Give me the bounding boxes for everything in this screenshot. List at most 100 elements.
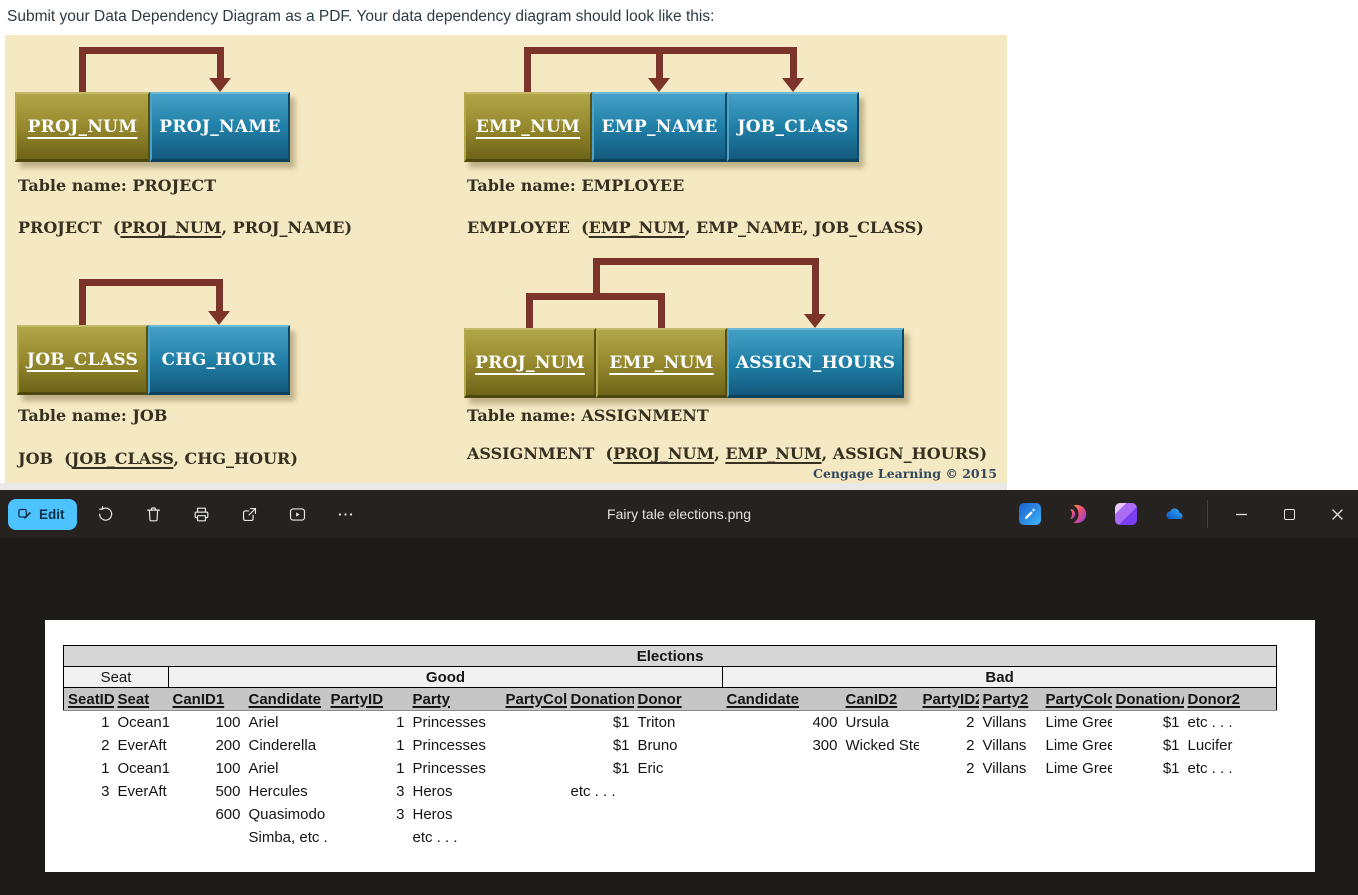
edit-image-app-icon[interactable] — [1019, 503, 1041, 525]
definition-segment: EMP_NUM — [725, 444, 822, 463]
minimize-button[interactable] — [1226, 490, 1256, 538]
elections-cell: Ursula — [845, 713, 889, 731]
see-more-button[interactable] — [327, 497, 365, 531]
share-button[interactable] — [231, 497, 269, 531]
delete-button[interactable] — [135, 497, 173, 531]
elections-cell — [502, 780, 567, 803]
elections-cell: EverAft — [117, 736, 167, 754]
elections-cell — [502, 803, 567, 826]
employee-table-label: Table name: EMPLOYEE — [467, 176, 685, 195]
rotate-button[interactable] — [87, 497, 125, 531]
elections-cell — [842, 803, 919, 826]
edit-button[interactable]: Edit — [8, 498, 77, 530]
elections-row: Simba, etc . . . etc . . . — [64, 826, 1277, 849]
designer-app-icon[interactable] — [1067, 503, 1089, 525]
column-header: Donation Amt — [566, 687, 634, 711]
column-header: Seat — [113, 687, 169, 711]
elections-cell — [842, 780, 919, 803]
elections-cell: $1 — [1162, 713, 1180, 731]
clipchamp-app-icon[interactable] — [1115, 503, 1137, 525]
elections-cell — [502, 757, 567, 780]
rotate-icon — [98, 505, 113, 521]
group-header-seat: Seat — [63, 666, 169, 688]
edit-image-icon — [18, 508, 31, 519]
column-header: PartyID — [326, 687, 409, 711]
elections-cell — [723, 780, 842, 803]
elections-cell: 300 — [812, 736, 838, 754]
employee-definition: EMPLOYEE (EMP_NUM, EMP_NAME, JOB_CLASS) — [467, 218, 924, 237]
window-chrome-right — [993, 490, 1352, 538]
field-job_class: JOB_CLASS — [727, 92, 859, 162]
close-button[interactable] — [1322, 490, 1352, 538]
elections-cell — [723, 826, 842, 849]
elections-cell: 2 — [101, 736, 110, 754]
elections-cell: Princesses — [412, 713, 486, 731]
elections-title: Elections — [62, 645, 1278, 667]
definition-segment: PROJ_NUM — [613, 444, 715, 463]
elections-cell: Quasimodo — [248, 805, 326, 823]
elections-cell — [979, 780, 1042, 803]
elections-cell: Eric — [637, 759, 664, 777]
image-bottom-edge — [0, 483, 1007, 490]
definition-segment: EMPLOYEE ( — [467, 218, 589, 237]
elections-cell — [1112, 803, 1184, 826]
elections-cell — [723, 757, 842, 780]
elections-cell: Wicked Stepmother — [845, 736, 919, 754]
definition-segment: , EMP_NAME, JOB_CLASS) — [684, 218, 924, 237]
elections-cell — [567, 803, 634, 826]
definition-segment: , — [714, 444, 726, 463]
elections-cell: Ariel — [248, 713, 279, 731]
print-button[interactable] — [183, 497, 221, 531]
share-icon — [242, 507, 257, 521]
group-header-bad: Bad — [721, 666, 1278, 688]
elections-cell — [842, 826, 919, 849]
elections-cell — [1184, 826, 1277, 849]
elections-cell: Simba, etc . . . — [248, 828, 327, 846]
elections-cell — [919, 780, 979, 803]
elections-cell — [169, 826, 245, 849]
slideshow-button[interactable] — [279, 497, 317, 531]
elections-cell: $1 — [1162, 736, 1180, 754]
elections-cell: 400 — [812, 713, 838, 731]
maximize-button[interactable] — [1274, 490, 1304, 538]
elections-cell: Princesses — [412, 736, 486, 754]
elections-cell — [1184, 780, 1277, 803]
elections-cell: 1 — [396, 736, 405, 754]
field-emp_name: EMP_NAME — [592, 92, 727, 162]
onedrive-app-icon[interactable] — [1163, 503, 1185, 525]
elections-cell: Ocean1 — [117, 713, 169, 731]
assignment-definition: ASSIGNMENT (PROJ_NUM, EMP_NUM, ASSIGN_HO… — [467, 444, 987, 463]
elections-cell: $1 — [612, 713, 630, 731]
maximize-icon — [1283, 508, 1295, 520]
elections-cell — [842, 757, 919, 780]
elections-cell — [723, 803, 842, 826]
field-emp_num: EMP_NUM — [596, 328, 727, 398]
field-job_class: JOB_CLASS — [17, 325, 148, 395]
elections-cell: Lucifer — [1187, 736, 1233, 754]
elections-cell: 1 — [101, 713, 110, 731]
column-header: PartyColor — [1041, 687, 1112, 711]
elections-cell: 3 — [396, 782, 405, 800]
elections-cell: Hercules — [248, 782, 308, 800]
elections-cell: etc . . . — [1187, 713, 1233, 731]
field-proj_num: PROJ_NUM — [15, 92, 150, 162]
elections-cell — [979, 803, 1042, 826]
slideshow-icon — [289, 507, 306, 521]
elections-cell: Ariel — [248, 759, 279, 777]
elections-cell — [327, 826, 409, 849]
column-header: SeatID — [63, 687, 114, 711]
photos-app-window: Edit — [0, 490, 1358, 895]
field-proj_num: PROJ_NUM — [464, 328, 596, 398]
elections-cell: $1 — [1162, 759, 1180, 777]
elections-cell — [919, 826, 979, 849]
copyright-credit: Cengage Learning © 2015 — [813, 466, 997, 481]
trash-icon — [146, 506, 161, 521]
elections-cell: etc . . . — [412, 828, 458, 846]
elections-cell — [502, 734, 567, 757]
